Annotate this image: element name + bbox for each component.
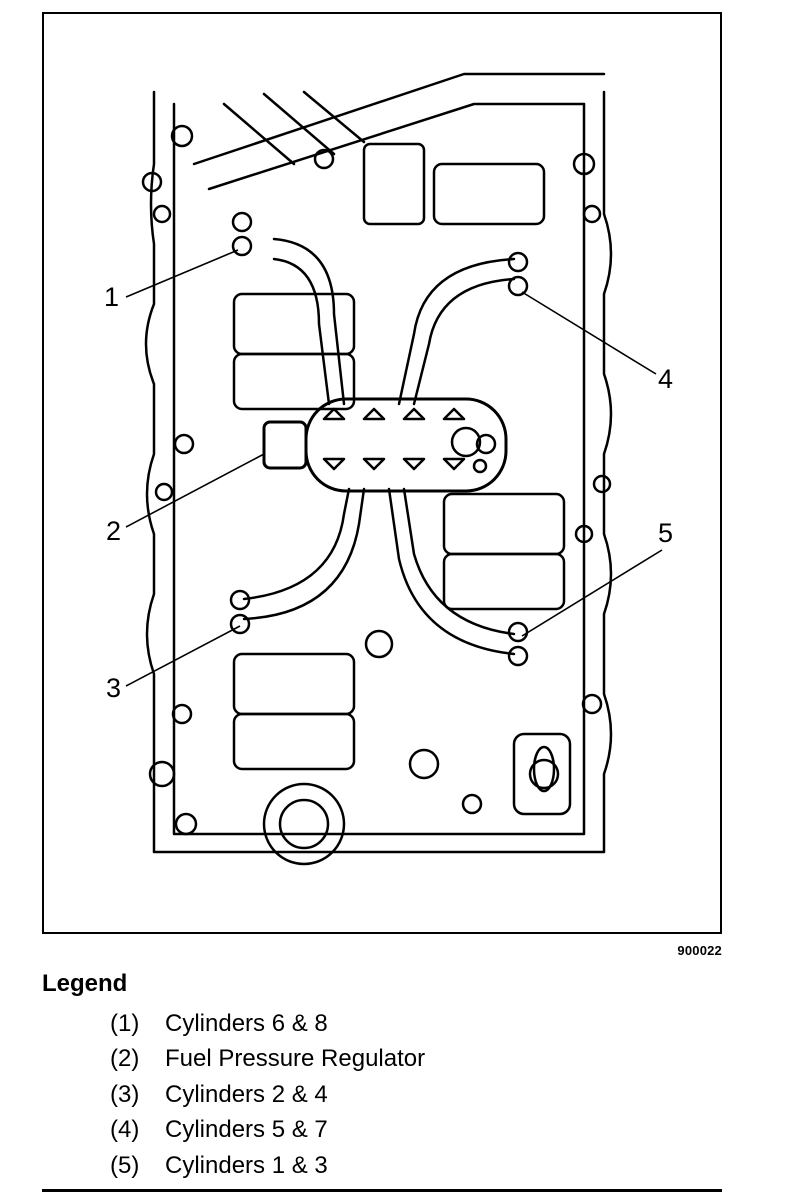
fuel-line (387, 487, 516, 656)
injector-body (432, 162, 546, 226)
bolt-hole (154, 482, 174, 502)
fuel-line (397, 257, 516, 406)
injector-body (442, 552, 566, 611)
fuel-line (272, 237, 346, 406)
callout-3: 3 (106, 673, 121, 703)
injector-connector (507, 645, 529, 667)
leader-line (125, 625, 241, 687)
injector-body (442, 492, 566, 556)
injector-body (362, 142, 426, 226)
legend-item-number: (4) (110, 1116, 140, 1144)
fuel-line (242, 487, 351, 601)
leader-line (521, 549, 663, 637)
bolt-hole (572, 152, 596, 176)
legend-item-text: Fuel Pressure Regulator (165, 1045, 426, 1073)
manifold-outline (144, 90, 613, 854)
legend-item: (1) Cylinders 6 & 8 (110, 1006, 425, 1042)
fuel-line (242, 487, 366, 621)
injector-body (232, 652, 356, 716)
bolt-hole (171, 703, 193, 725)
callout-5: 5 (658, 518, 673, 548)
leader-line (521, 291, 657, 375)
legend-item: (4) Cylinders 5 & 7 (110, 1113, 425, 1149)
legend-item: (2) Fuel Pressure Regulator (110, 1042, 425, 1078)
fuel-line (272, 257, 331, 406)
engine-drawing: 1 2 3 4 5 (104, 72, 673, 866)
bolt-hole (141, 171, 163, 193)
legend-item: (3) Cylinders 2 & 4 (110, 1077, 425, 1113)
legend-item-text: Cylinders 5 & 7 (165, 1116, 328, 1144)
fuel-pressure-regulator (262, 420, 308, 470)
callout-4: 4 (658, 364, 673, 394)
manifold-inner-outline (172, 102, 586, 836)
injector-connector (229, 589, 251, 611)
injector-body (232, 352, 356, 411)
legend-item-number: (2) (110, 1045, 140, 1073)
bolt-hole (152, 204, 172, 224)
throttle-bore (262, 782, 346, 866)
injector-connector (229, 613, 251, 635)
bolt-hole (592, 474, 612, 494)
injector-connector (507, 251, 529, 273)
legend-title: Legend (42, 970, 128, 997)
injector-connector (507, 621, 529, 643)
bolt-hole (148, 760, 176, 788)
bolt-hole (173, 433, 195, 455)
injector-connector (231, 235, 253, 257)
bolt-hole (528, 758, 560, 790)
bolt-hole (174, 812, 198, 836)
legend-item-number: (3) (110, 1080, 140, 1108)
legend-item-number: (5) (110, 1151, 140, 1179)
bottom-rule (42, 1189, 722, 1192)
top-diagonal-rib (192, 72, 606, 166)
top-diagonal-rib-2 (207, 102, 586, 191)
bolt-hole (364, 629, 394, 659)
legend-list: (1) Cylinders 6 & 8 (2) Fuel Pressure Re… (110, 1006, 425, 1184)
callout-2: 2 (106, 516, 121, 546)
leader-line (125, 249, 239, 298)
figure-frame: 1 2 3 4 5 (42, 12, 722, 934)
legend-item-text: Cylinders 6 & 8 (165, 1009, 328, 1037)
bolt-hole (582, 204, 602, 224)
leader-line (125, 453, 265, 528)
legend-item-text: Cylinders 1 & 3 (165, 1151, 328, 1179)
legend-item-text: Cylinders 2 & 4 (165, 1080, 328, 1108)
bolt-hole (170, 124, 194, 148)
injector-connector (231, 211, 253, 233)
injector-body (232, 712, 356, 771)
bolt-hole (581, 693, 603, 715)
legend-item-number: (1) (110, 1009, 140, 1037)
bolt-hole (574, 524, 594, 544)
fuel-line (402, 487, 516, 636)
bolt-hole (313, 148, 335, 170)
legend-item: (5) Cylinders 1 & 3 (110, 1148, 425, 1184)
bolt-hole (461, 793, 483, 815)
figure-id: 900022 (677, 943, 722, 958)
callout-1: 1 (104, 282, 119, 312)
bolt-hole (408, 748, 440, 780)
fuel-line (412, 277, 516, 406)
injector-connector (507, 275, 529, 297)
